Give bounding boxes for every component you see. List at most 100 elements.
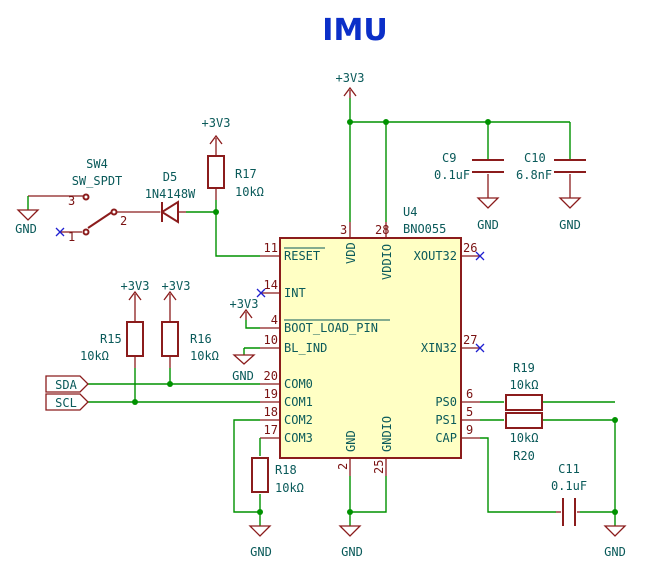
resistor-r16[interactable]: R16 10kΩ xyxy=(161,302,219,368)
c9-value: 0.1uF xyxy=(434,168,470,182)
r16-ref: R16 xyxy=(190,332,212,346)
no-connect-icon xyxy=(475,251,485,261)
r20-ref: R20 xyxy=(513,449,535,463)
c10-ref: C10 xyxy=(524,151,546,165)
bl-ind-wire xyxy=(243,347,260,355)
power-arrow-icon xyxy=(128,290,142,302)
capacitor-c11[interactable]: C11 0.1uF xyxy=(551,462,587,526)
scl-wire xyxy=(88,368,260,403)
reset-circuit: +3V3 R17 10kΩ D5 1N4148W SW4 SW_SPDT xyxy=(15,116,264,257)
r17-value: 10kΩ xyxy=(235,185,264,199)
c10-value: 6.8nF xyxy=(516,168,552,182)
power-label-3v3: +3V3 xyxy=(202,116,231,130)
u4-pin-name: XIN32 xyxy=(421,341,457,355)
u4-pin-num: 3 xyxy=(340,223,347,237)
gnd-label: GND xyxy=(15,222,37,236)
i2c-pullups: +3V3 +3V3 R15 10kΩ R16 10kΩ SDA SCL xyxy=(45,279,260,411)
c11-value: 0.1uF xyxy=(551,479,587,493)
ground-icon xyxy=(338,525,362,537)
u4-bno055[interactable]: U4 BNO055 11 14 4 10 xyxy=(260,205,480,476)
junction-dot xyxy=(347,509,353,515)
u4-pin-name: VDDIO xyxy=(380,244,394,280)
sw4-pin-num: 2 xyxy=(120,214,127,228)
u4-pin-num: 10 xyxy=(264,333,278,347)
u4-pin-num: 2 xyxy=(336,463,350,470)
junction-dot xyxy=(257,509,263,515)
com2-com3-wire xyxy=(233,419,261,526)
bottom-ground: GND xyxy=(338,476,387,559)
power-arrow-icon xyxy=(163,290,177,302)
label-sda[interactable]: SDA xyxy=(45,375,89,393)
u4-pin-name: COM3 xyxy=(284,431,313,445)
resistor-r20[interactable]: 10kΩ R20 xyxy=(505,412,543,463)
u4-pin-name: BL_IND xyxy=(284,341,327,355)
junction-dot xyxy=(347,119,353,125)
gnd-label: GND xyxy=(232,369,254,383)
u4-pin-name-reset: RESET xyxy=(284,249,320,263)
gnd-label: GND xyxy=(604,545,626,559)
scl-text: SCL xyxy=(55,396,77,410)
sw4-ref: SW4 xyxy=(86,157,108,171)
com-pulldown: R18 10kΩ GND xyxy=(233,419,304,559)
u4-pin-name: VDD xyxy=(344,242,358,264)
switch-sw4[interactable]: SW4 SW_SPDT 3 1 2 xyxy=(28,157,142,244)
u4-pin-name: PS0 xyxy=(435,395,457,409)
vdd-wire xyxy=(349,98,571,222)
gnd-label: GND xyxy=(559,218,581,232)
boot-wire xyxy=(245,320,260,329)
u4-pin-name: COM2 xyxy=(284,413,313,427)
u4-pin-name: COM1 xyxy=(284,395,313,409)
u4-pin-num: 5 xyxy=(466,405,473,419)
gnd-label: GND xyxy=(250,545,272,559)
r15-ref: R15 xyxy=(100,332,122,346)
u4-pin-num: 4 xyxy=(271,313,278,327)
c11-ref: C11 xyxy=(558,462,580,476)
ground-icon xyxy=(558,197,582,209)
r15-value: 10kΩ xyxy=(80,349,109,363)
power-arrow-icon xyxy=(209,134,223,145)
junction-dot xyxy=(612,417,618,423)
u4-pin-name: GNDIO xyxy=(380,416,394,452)
u4-pin-num: 25 xyxy=(372,460,386,474)
c9-ref: C9 xyxy=(442,151,456,165)
resistor-r18[interactable]: R18 10kΩ xyxy=(251,457,304,495)
u4-pin-name: COM0 xyxy=(284,377,313,391)
u4-pin-name: XOUT32 xyxy=(414,249,457,263)
capacitor-c9[interactable]: C9 0.1uF GND xyxy=(434,151,504,232)
sda-text: SDA xyxy=(55,378,77,392)
power-label-3v3: +3V3 xyxy=(121,279,150,293)
ground-icon xyxy=(16,209,40,221)
resistor-r19[interactable]: R19 10kΩ xyxy=(505,361,543,411)
power-label-3v3: +3V3 xyxy=(230,297,259,311)
junction-dot xyxy=(132,399,138,405)
ground-icon xyxy=(603,525,627,537)
gnd-label: GND xyxy=(477,218,499,232)
u4-pin-num: 18 xyxy=(264,405,278,419)
u4-pin-num: 14 xyxy=(264,278,278,292)
ground-icon xyxy=(232,354,256,365)
ground-icon xyxy=(248,525,272,537)
r18-value: 10kΩ xyxy=(275,481,304,495)
sw4-pin-num: 3 xyxy=(68,194,75,208)
u4-ref: U4 xyxy=(403,205,417,219)
junction-dot xyxy=(167,381,173,387)
u4-pin-num: 9 xyxy=(466,423,473,437)
u4-pin-num: 17 xyxy=(264,423,278,437)
resistor-r15[interactable]: R15 10kΩ xyxy=(80,302,144,368)
top-power-rail: +3V3 C9 0.1uF GND C10 6.8nF GND xyxy=(336,71,586,232)
sw4-pin-num: 1 xyxy=(68,230,75,244)
u4-pin-num: 6 xyxy=(466,387,473,401)
u4-pin-num: 20 xyxy=(264,369,278,383)
label-scl[interactable]: SCL xyxy=(45,393,89,411)
u4-pin-num: 19 xyxy=(264,387,278,401)
r19-value: 10kΩ xyxy=(510,378,539,392)
junction-dot xyxy=(485,119,491,125)
resistor-r17[interactable]: R17 10kΩ xyxy=(207,145,264,200)
u4-pin-num: 27 xyxy=(463,333,477,347)
diode-d5[interactable]: D5 1N4148W xyxy=(142,170,196,224)
sheet-title: IMU xyxy=(322,13,387,48)
no-connect-icon xyxy=(475,343,485,353)
d5-ref: D5 xyxy=(163,170,177,184)
capacitor-c10[interactable]: C10 6.8nF GND xyxy=(516,151,586,232)
